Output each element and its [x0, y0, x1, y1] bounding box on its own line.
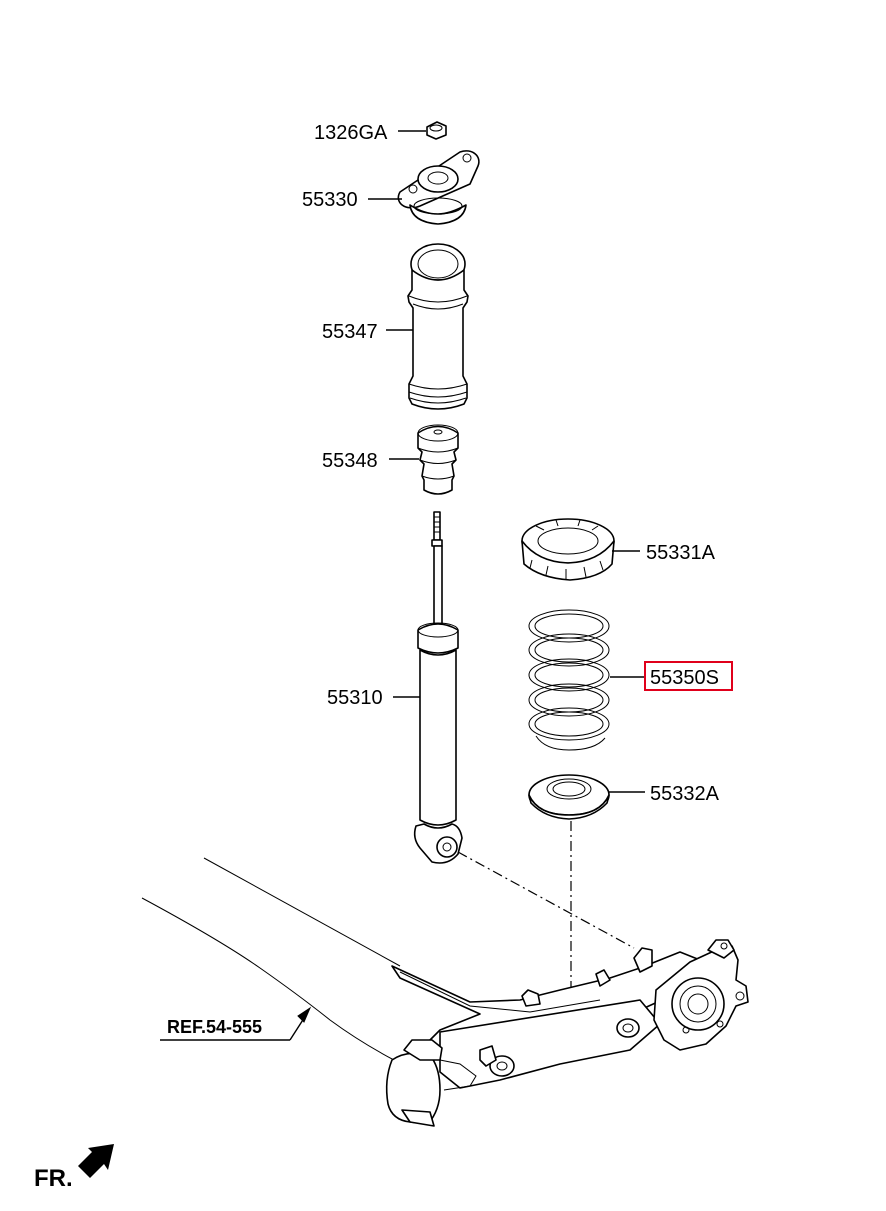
label-55350s[interactable]: 55350S [650, 667, 719, 689]
label-55330: 55330 [302, 189, 358, 211]
reference-callout[interactable]: REF.54-555 [160, 1006, 312, 1041]
highlight-box-55350s [644, 661, 733, 691]
front-label: FR. [34, 1165, 73, 1192]
label-55347: 55347 [322, 321, 378, 343]
part-upper-spring-pad-55331a[interactable] [521, 518, 615, 581]
alignment-line-shock [457, 851, 635, 949]
reference-label[interactable]: REF.54-555 [167, 1017, 262, 1037]
part-bumper-55348[interactable] [417, 424, 459, 495]
part-shock-absorber-55310[interactable] [413, 511, 463, 864]
part-nut-1326ga[interactable] [426, 121, 447, 140]
front-arrow-icon [78, 1144, 114, 1178]
part-dust-cover-55347[interactable] [407, 243, 469, 410]
part-coil-spring-55350s[interactable] [528, 609, 610, 751]
part-mount-55330[interactable] [397, 150, 480, 225]
label-55331a: 55331A [646, 542, 716, 564]
label-55332a: 55332A [650, 783, 720, 805]
label-55310: 55310 [327, 687, 383, 709]
label-1326ga: 1326GA [314, 122, 388, 144]
front-direction-indicator: FR. [34, 1144, 114, 1192]
rear-torsion-beam [141, 857, 749, 1127]
label-55348: 55348 [322, 450, 378, 472]
part-lower-spring-pad-55332a[interactable] [528, 774, 610, 820]
